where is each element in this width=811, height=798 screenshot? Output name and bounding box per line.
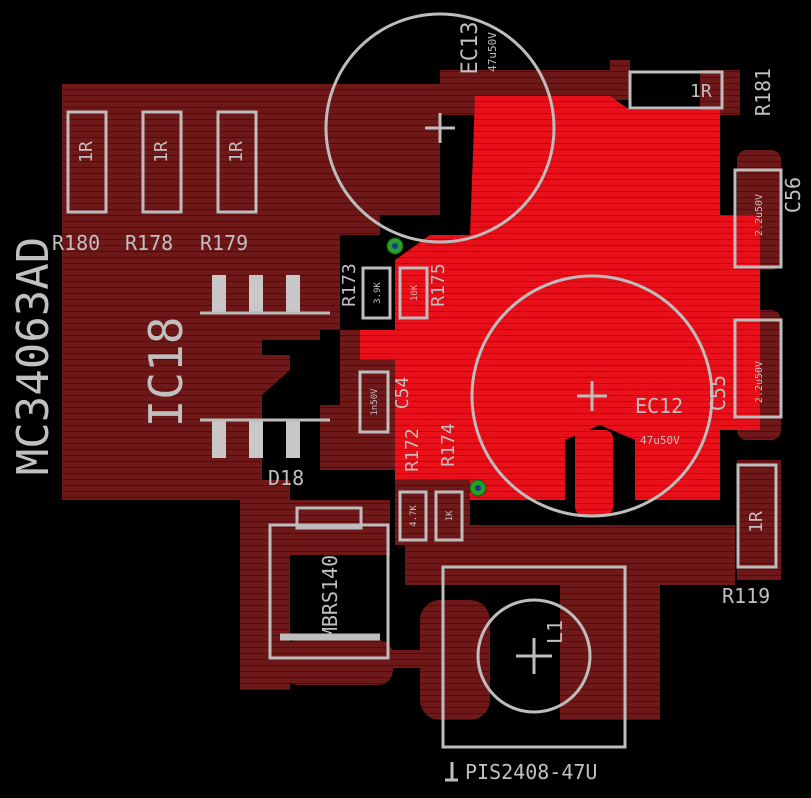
r178-ref: R178 <box>125 231 173 255</box>
d18-value: MBRS140 <box>318 555 342 639</box>
ic-ic18[interactable]: IC18 MC34063AD <box>8 237 330 475</box>
svg-text:2.2u50V: 2.2u50V <box>754 194 765 236</box>
r172-ref: R172 <box>402 428 423 471</box>
svg-text:3.9K: 3.9K <box>373 282 383 304</box>
ec13-value: 47u50V <box>486 32 499 72</box>
r119-ref: R119 <box>722 584 770 608</box>
capacitor-ec13[interactable]: EC13 47u50V <box>324 12 556 244</box>
resistor-r119[interactable]: 1R R119 <box>722 463 778 608</box>
svg-text:1R: 1R <box>690 81 712 102</box>
inductor-l1[interactable]: L1 PIS2408-47U <box>441 565 627 784</box>
ic18-ref: IC18 <box>139 317 193 428</box>
svg-text:1n50V: 1n50V <box>370 388 380 416</box>
resistor-r181[interactable]: 1R R181 <box>628 68 775 116</box>
ec12-ref: EC12 <box>635 394 683 418</box>
svg-text:1R: 1R <box>76 141 97 163</box>
resistor-r174[interactable]: 1K R174 <box>434 423 464 542</box>
via <box>386 237 404 255</box>
capacitor-c56[interactable]: 2.2u50V C56 <box>733 168 805 269</box>
resistor-r178[interactable]: 1R R178 <box>125 110 183 255</box>
svg-text:1R: 1R <box>151 141 172 163</box>
r174-ref: R174 <box>438 423 459 466</box>
r173-ref: R173 <box>339 263 360 306</box>
top-copper-pour <box>360 96 760 515</box>
r180-ref: R180 <box>52 231 100 255</box>
c54-ref: C54 <box>392 377 413 410</box>
via <box>469 479 487 497</box>
ec12-value: 47u50V <box>640 434 680 447</box>
l1-value: PIS2408-47U <box>465 760 597 784</box>
diode-d18[interactable]: D18 MBRS140 <box>268 466 390 660</box>
capacitor-c55[interactable]: 2.2u50V C55 <box>706 318 783 419</box>
svg-text:1R: 1R <box>226 141 247 163</box>
l1-ref: L1 <box>543 620 567 644</box>
resistor-r172[interactable]: 4.7K R172 <box>398 428 428 542</box>
svg-text:1K: 1K <box>445 510 455 521</box>
svg-text:1R: 1R <box>746 511 767 533</box>
ec13-ref: EC13 <box>458 22 483 75</box>
r181-ref: R181 <box>751 68 775 116</box>
svg-text:2.2u50V: 2.2u50V <box>754 361 765 403</box>
svg-text:4.7K: 4.7K <box>409 505 419 527</box>
resistor-r179[interactable]: 1R R179 <box>200 110 258 255</box>
ic18-value: MC34063AD <box>8 237 59 475</box>
r175-ref: R175 <box>428 263 449 306</box>
capacitor-ec12[interactable]: EC12 47u50V <box>470 274 714 518</box>
capacitor-c54[interactable]: 1n50V C54 <box>358 370 413 434</box>
svg-text:10K: 10K <box>410 284 420 301</box>
c55-ref: C55 <box>706 375 730 411</box>
d18-ref: D18 <box>268 466 304 490</box>
r179-ref: R179 <box>200 231 248 255</box>
resistor-r173[interactable]: 3.9K R173 <box>339 263 392 320</box>
resistor-r175[interactable]: 10K R175 <box>398 263 449 320</box>
c56-ref: C56 <box>781 177 805 213</box>
resistor-r180[interactable]: 1R R180 <box>52 110 108 255</box>
